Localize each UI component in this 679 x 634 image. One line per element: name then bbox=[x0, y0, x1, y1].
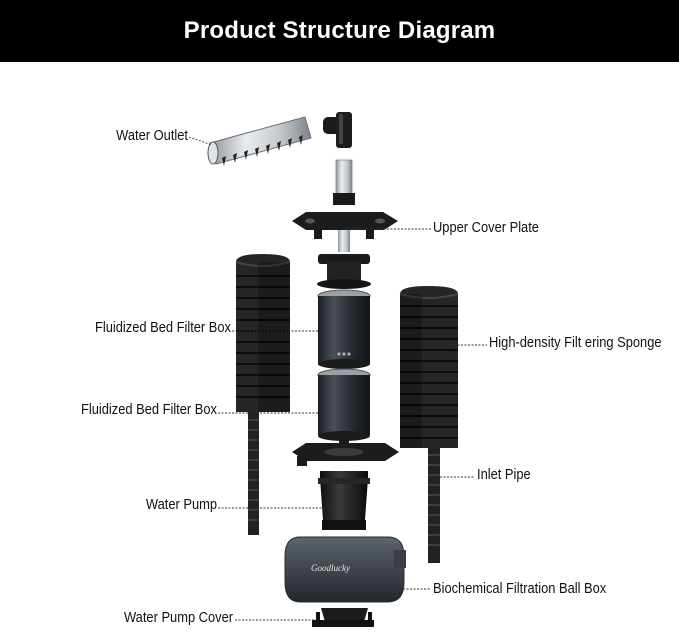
label-biochemical-filtration-ball-box: Biochemical Filtration Ball Box bbox=[433, 579, 606, 596]
label-water-pump: Water Pump bbox=[146, 495, 217, 512]
right-inlet-pipe bbox=[428, 445, 440, 563]
label-inlet-pipe: Inlet Pipe bbox=[477, 465, 531, 482]
water-outlet-elbow bbox=[323, 112, 352, 148]
connector-ring bbox=[317, 254, 371, 289]
upper-cover-plate-part bbox=[292, 212, 398, 252]
biochemical-box-part: Goodlucky bbox=[284, 536, 406, 603]
left-sponge bbox=[235, 254, 291, 412]
header-bar: Product Structure Diagram bbox=[0, 0, 679, 62]
filter-box-lower-part bbox=[317, 368, 371, 444]
leader-lines bbox=[188, 136, 487, 621]
label-fluidized-bed-filter-box-1: Fluidized Bed Filter Box bbox=[95, 318, 231, 335]
middle-plate bbox=[292, 443, 399, 466]
label-upper-cover-plate: Upper Cover Plate bbox=[433, 218, 539, 235]
label-water-pump-cover: Water Pump Cover bbox=[124, 608, 233, 625]
label-high-density-sponge: High-density Filt ering Sponge bbox=[489, 333, 662, 350]
water-outlet-part bbox=[207, 116, 312, 166]
water-pump-part bbox=[318, 471, 370, 530]
brand-mark: Goodlucky bbox=[311, 563, 350, 573]
center-stem bbox=[333, 159, 355, 205]
label-water-outlet: Water Outlet bbox=[116, 126, 188, 143]
label-fluidized-bed-filter-box-2: Fluidized Bed Filter Box bbox=[81, 400, 217, 417]
water-pump-cover-part bbox=[312, 608, 374, 627]
page-title: Product Structure Diagram bbox=[183, 17, 496, 44]
right-sponge bbox=[399, 286, 459, 448]
filter-box-upper-part bbox=[317, 289, 371, 369]
left-inlet-pipe bbox=[248, 410, 259, 535]
